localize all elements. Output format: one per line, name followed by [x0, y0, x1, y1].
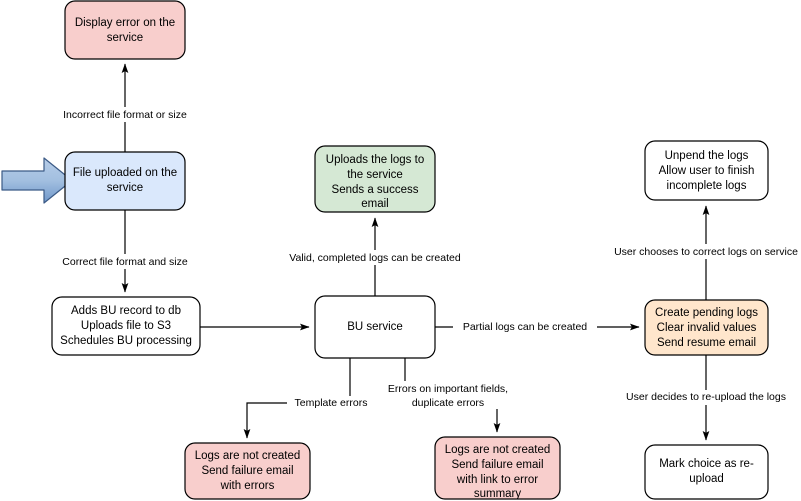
- node-file-uploaded[interactable]: File uploaded on the service: [64, 151, 186, 211]
- edge-label-partial-logs: Partial logs can be created: [463, 321, 587, 333]
- edge-bu-service-to-template-errors: Template errors: [243, 358, 379, 439]
- node-adds-bu-record-line-1: Adds BU record to db: [71, 305, 181, 317]
- edge-bu-service-to-field-errors: Errors on important fields, duplicate er…: [386, 358, 511, 433]
- node-unpend-logs-line-3: incomplete logs: [667, 180, 747, 192]
- node-uploads-logs[interactable]: Uploads the logs to the service Sends a …: [314, 145, 436, 213]
- edge-file-uploaded-to-display-error: Incorrect file format or size: [56, 63, 194, 152]
- edge-label-template-errors: Template errors: [295, 397, 368, 409]
- node-create-pending-logs-line-3: Send resume email: [657, 337, 756, 349]
- node-logs-not-created-summary[interactable]: Logs are not created Send failure email …: [434, 436, 561, 500]
- node-logs-not-created-summary-line-4: summary: [474, 488, 522, 500]
- node-logs-not-created-template[interactable]: Logs are not created Send failure email …: [184, 442, 311, 500]
- node-logs-not-created-summary-line-2: Send failure email: [451, 459, 543, 471]
- node-bu-service-label: BU service: [347, 321, 403, 333]
- node-file-uploaded-line-1: File uploaded on the: [73, 167, 177, 179]
- edge-label-field-errors-line1: Errors on important fields,: [388, 383, 508, 395]
- node-mark-choice-reupload-line-2: upload: [689, 473, 724, 485]
- node-adds-bu-record[interactable]: Adds BU record to db Uploads file to S3 …: [51, 296, 201, 356]
- edge-create-pending-logs-to-unpend-logs: User chooses to correct logs on service: [601, 205, 801, 300]
- node-create-pending-logs-line-2: Clear invalid values: [657, 322, 757, 334]
- node-bu-service[interactable]: BU service: [314, 295, 436, 359]
- edge-label-field-errors-line2: duplicate errors: [412, 397, 484, 409]
- node-display-error[interactable]: Display error on the service: [64, 0, 186, 60]
- node-logs-not-created-template-line-3: with errors: [220, 480, 275, 492]
- node-create-pending-logs[interactable]: Create pending logs Clear invalid values…: [644, 299, 769, 356]
- node-adds-bu-record-line-2: Uploads file to S3: [81, 320, 171, 332]
- node-mark-choice-reupload[interactable]: Mark choice as re- upload: [644, 444, 769, 500]
- node-uploads-logs-line-2: the service: [347, 169, 403, 181]
- node-unpend-logs[interactable]: Unpend the logs Allow user to finish inc…: [644, 140, 769, 201]
- node-unpend-logs-line-2: Allow user to finish: [659, 165, 755, 177]
- edge-create-pending-logs-to-mark-choice: User decides to re-upload the logs: [615, 355, 797, 441]
- edge-label-user-chooses-correct: User chooses to correct logs on service: [614, 246, 798, 258]
- edge-label-user-decides-reupload: User decides to re-upload the logs: [626, 391, 786, 403]
- edge-bu-service-to-uploads-logs: Valid, completed logs can be created: [280, 217, 470, 296]
- incoming-flow-arrow: [1, 157, 73, 204]
- node-unpend-logs-line-1: Unpend the logs: [665, 150, 749, 162]
- edge-label-incorrect-format: Incorrect file format or size: [63, 109, 187, 121]
- node-uploads-logs-line-4: email: [361, 198, 388, 210]
- node-file-uploaded-line-2: service: [107, 182, 143, 194]
- node-uploads-logs-line-3: Sends a success: [332, 184, 419, 196]
- node-create-pending-logs-line-1: Create pending logs: [655, 307, 758, 319]
- edge-file-uploaded-to-adds-bu-record: Correct file format and size: [58, 210, 192, 293]
- node-logs-not-created-summary-line-1: Logs are not created: [445, 444, 551, 456]
- node-mark-choice-reupload-line-1: Mark choice as re-: [659, 458, 754, 470]
- node-logs-not-created-summary-line-3: with link to error: [456, 474, 538, 486]
- node-logs-not-created-template-line-1: Logs are not created: [195, 450, 301, 462]
- node-display-error-line-2: service: [107, 32, 143, 44]
- edge-label-correct-format: Correct file format and size: [62, 256, 188, 268]
- edge-label-valid-completed-logs: Valid, completed logs can be created: [289, 252, 461, 264]
- node-display-error-line-1: Display error on the: [75, 17, 175, 29]
- node-logs-not-created-template-line-2: Send failure email: [201, 465, 293, 477]
- node-uploads-logs-line-1: Uploads the logs to: [326, 154, 424, 166]
- edge-bu-service-to-create-pending-logs: Partial logs can be created: [435, 320, 640, 335]
- node-adds-bu-record-line-3: Schedules BU processing: [60, 335, 192, 347]
